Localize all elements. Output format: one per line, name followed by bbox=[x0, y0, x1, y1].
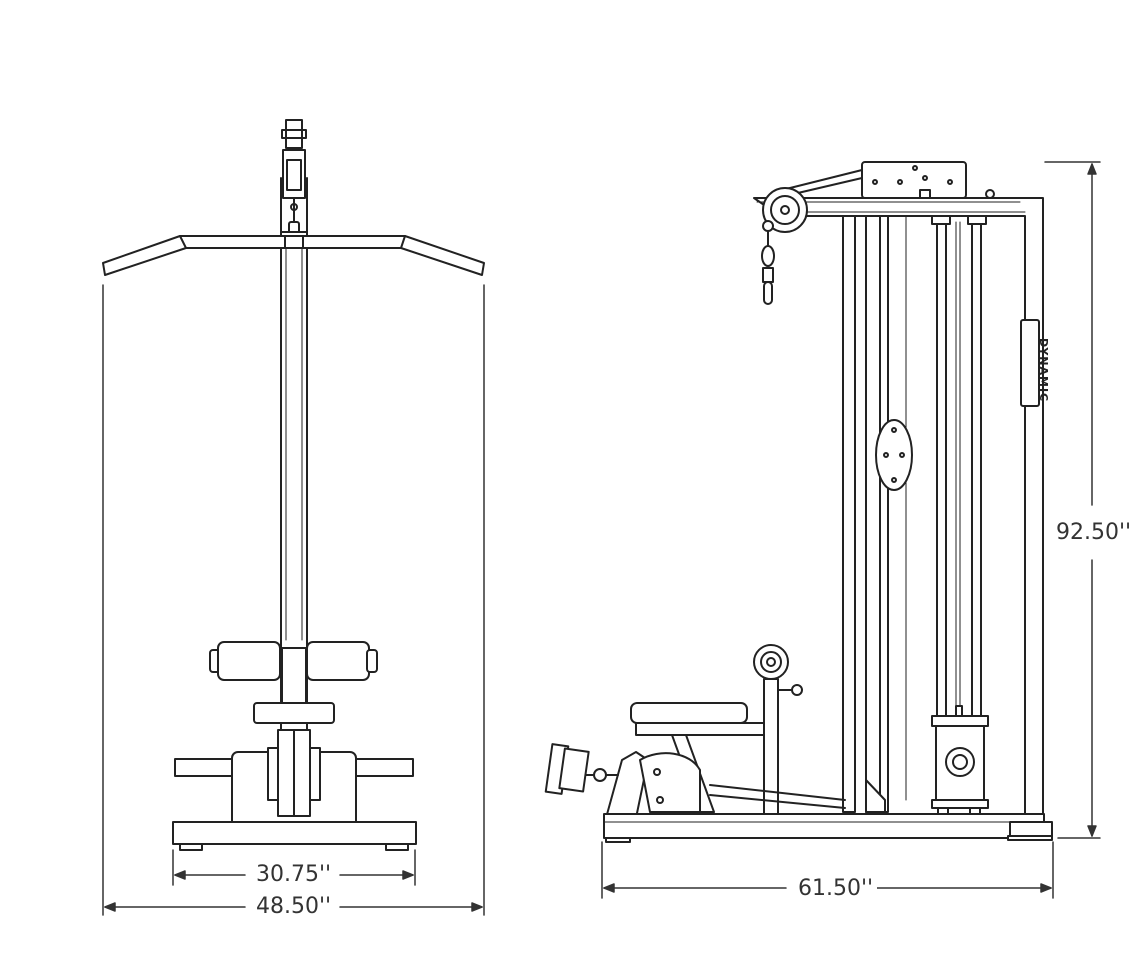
side-foot-assembly bbox=[544, 743, 886, 819]
side-carriage-plate bbox=[875, 419, 913, 491]
side-base-rail bbox=[603, 813, 1053, 843]
front-seat bbox=[253, 702, 335, 724]
side-top-plate bbox=[861, 161, 967, 199]
front-base bbox=[172, 729, 417, 851]
side-cable-handle bbox=[761, 220, 775, 305]
side-weight-stack bbox=[931, 705, 989, 815]
front-knee-pads bbox=[209, 641, 378, 709]
dimension-label-height: 92.50'' bbox=[1052, 521, 1136, 545]
side-guide-rods bbox=[842, 215, 987, 813]
front-view bbox=[102, 119, 485, 916]
front-lat-bar bbox=[102, 235, 485, 276]
front-top-pulley bbox=[281, 119, 307, 235]
front-dimensions bbox=[102, 284, 485, 916]
dimension-label-depth: 61.50'' bbox=[794, 877, 878, 901]
dimension-label-base-width: 30.75'' bbox=[252, 863, 336, 887]
side-dimensions bbox=[601, 161, 1101, 899]
dimension-label-overall-width: 48.50'' bbox=[252, 895, 336, 919]
side-thigh-pad bbox=[753, 644, 803, 816]
side-top-arm bbox=[753, 169, 1044, 839]
side-seat bbox=[630, 702, 765, 813]
side-logo-plate bbox=[1020, 319, 1040, 407]
side-view bbox=[544, 161, 1101, 899]
brand-logo-text: DYNAMIC bbox=[1037, 338, 1050, 403]
